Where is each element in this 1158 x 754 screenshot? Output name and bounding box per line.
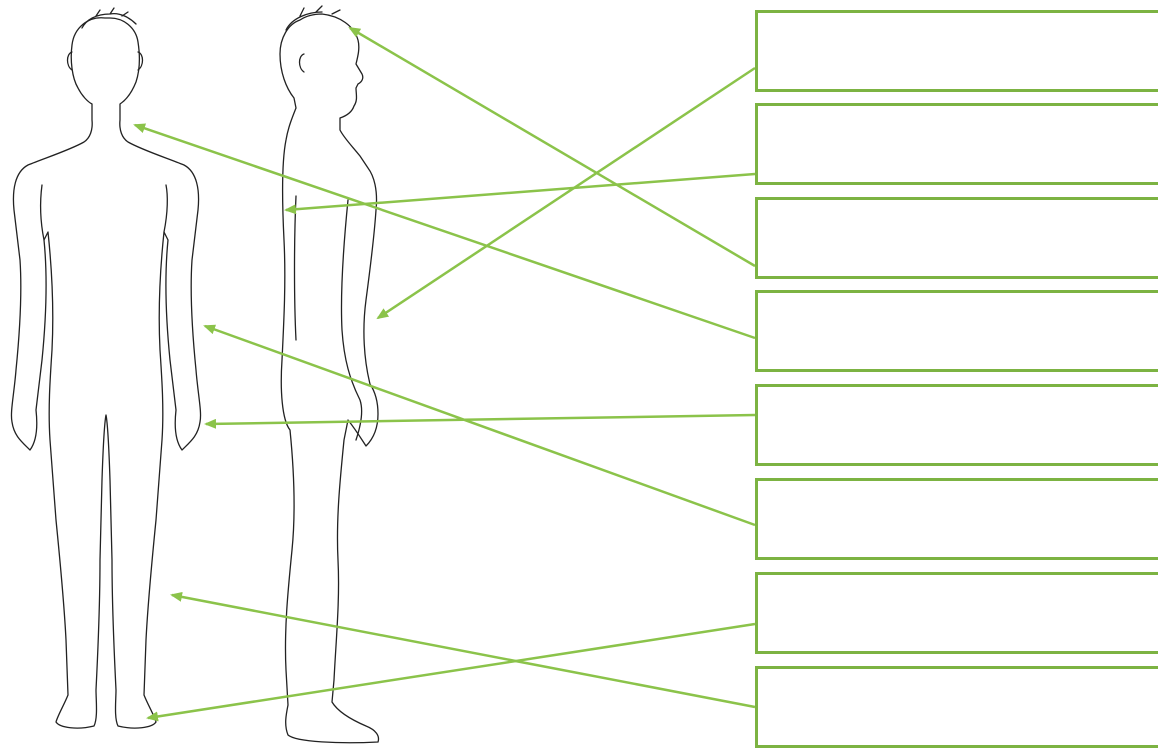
arrow-to-side-lower-back bbox=[378, 68, 755, 318]
label-box-7[interactable] bbox=[755, 572, 1158, 654]
arrow-to-side-head bbox=[350, 28, 755, 266]
arrow-to-front-foot bbox=[148, 624, 755, 718]
body-front-outline-icon bbox=[11, 8, 200, 728]
label-box-5[interactable] bbox=[755, 384, 1158, 466]
label-box-8[interactable] bbox=[755, 666, 1158, 748]
arrow-to-side-upper-back bbox=[286, 174, 755, 210]
label-box-text bbox=[758, 575, 1158, 591]
label-box-text bbox=[758, 481, 1158, 497]
label-box-text bbox=[758, 669, 1158, 685]
label-box-1[interactable] bbox=[755, 10, 1158, 92]
label-box-6[interactable] bbox=[755, 478, 1158, 560]
arrow-to-front-neck bbox=[135, 125, 755, 338]
label-box-text bbox=[758, 106, 1158, 122]
connector-lines bbox=[135, 28, 755, 718]
arrow-to-front-knee bbox=[172, 595, 755, 707]
label-box-text bbox=[758, 13, 1158, 29]
arrow-to-front-wrist bbox=[206, 415, 755, 424]
label-box-4[interactable] bbox=[755, 290, 1158, 372]
label-box-text bbox=[758, 387, 1158, 403]
label-box-2[interactable] bbox=[755, 103, 1158, 185]
label-box-text bbox=[758, 200, 1158, 216]
label-box-text bbox=[758, 293, 1158, 309]
label-box-3[interactable] bbox=[755, 197, 1158, 279]
